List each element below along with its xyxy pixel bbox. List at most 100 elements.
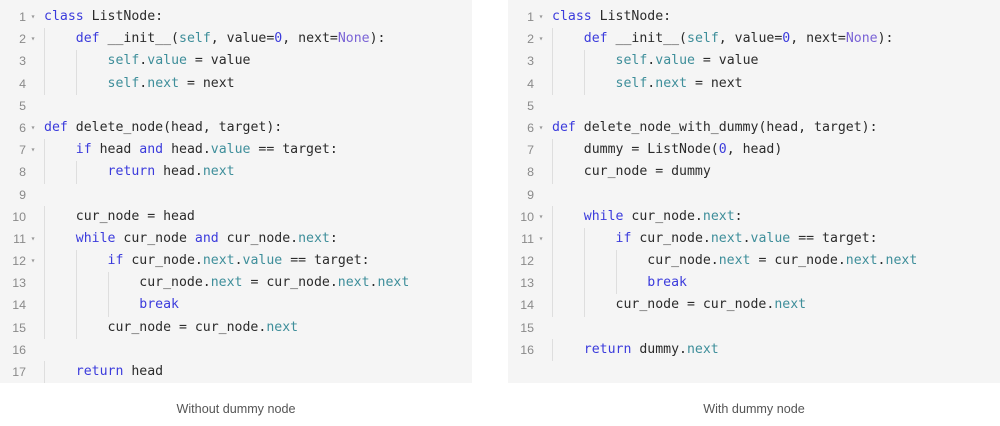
line-number: 13 <box>12 276 26 291</box>
fold-triangle-icon[interactable]: ▾ <box>30 256 36 266</box>
code-token: = next <box>179 75 235 91</box>
code-token <box>552 209 584 224</box>
code-token: 0 <box>274 31 283 47</box>
code-line[interactable]: 8 cur_node = dummy <box>508 161 1000 184</box>
line-number: 6 <box>19 120 26 135</box>
line-number: 4 <box>527 76 534 91</box>
code-token: . <box>647 75 656 91</box>
code-line[interactable]: 3 self.value = value <box>508 50 1000 73</box>
code-line[interactable]: 1▾class ListNode: <box>0 6 472 28</box>
code-token: next <box>147 75 180 91</box>
code-token: class <box>44 9 84 24</box>
code-text: cur_node = cur_node.next <box>548 294 1000 317</box>
code-token: cur_node <box>115 230 195 246</box>
code-text: return head.next <box>40 161 472 184</box>
code-token: next <box>718 253 751 269</box>
code-token: cur_node. <box>218 230 299 246</box>
code-token: self <box>179 31 211 47</box>
code-line[interactable]: 5 <box>508 95 1000 117</box>
code-token: next <box>202 253 235 269</box>
code-token: if <box>75 142 92 158</box>
code-line[interactable]: 3 self.value = value <box>0 50 472 73</box>
code-line[interactable]: 7▾ if head and head.value == target: <box>0 139 472 162</box>
fold-triangle-icon[interactable]: ▾ <box>538 122 544 132</box>
code-line[interactable]: 4 self.next = next <box>508 72 1000 95</box>
fold-triangle-icon[interactable]: ▾ <box>538 12 544 21</box>
code-text: cur_node = cur_node.next <box>40 316 472 339</box>
line-number: 2 <box>527 32 534 47</box>
code-line[interactable]: 5 <box>0 95 472 117</box>
line-number: 14 <box>520 298 534 313</box>
code-text: def delete_node_with_dummy(head, target)… <box>548 117 1000 139</box>
code-token: next <box>774 297 807 313</box>
code-text: cur_node = dummy <box>548 161 1000 184</box>
code-token: value <box>242 253 283 269</box>
code-token <box>44 142 76 157</box>
code-line[interactable]: 13 cur_node.next = cur_node.next.next <box>0 272 472 295</box>
code-token: def <box>44 119 68 135</box>
line-number: 7 <box>527 143 534 158</box>
code-line[interactable]: 17 return head <box>0 361 472 383</box>
code-line[interactable]: 8 return head.next <box>0 161 472 184</box>
line-number: 8 <box>19 165 26 180</box>
code-line[interactable]: 15 <box>508 317 1000 339</box>
code-text: break <box>40 294 472 317</box>
code-token: . <box>139 75 148 91</box>
code-token <box>44 164 108 179</box>
code-token: cur_node = dummy <box>552 164 711 180</box>
fold-triangle-icon[interactable]: ▾ <box>30 233 36 243</box>
code-token: cur_node. <box>631 230 711 246</box>
code-line[interactable]: 10▾ while cur_node.next: <box>508 205 1000 228</box>
fold-triangle-icon[interactable]: ▾ <box>538 233 544 243</box>
code-token: cur_node. <box>123 253 203 269</box>
code-token: = value <box>186 53 251 69</box>
code-token: , next= <box>282 31 338 47</box>
code-line[interactable]: 14 cur_node = cur_node.next <box>508 294 1000 317</box>
code-token: next <box>710 230 743 246</box>
code-token: if <box>107 253 124 269</box>
code-line[interactable]: 16 <box>0 339 472 361</box>
code-line[interactable]: 2▾ def __init__(self, value=0, next=None… <box>0 28 472 51</box>
code-line[interactable]: 12▾ if cur_node.next.value == target: <box>0 250 472 273</box>
fold-triangle-icon[interactable]: ▾ <box>538 211 544 221</box>
fold-triangle-icon[interactable]: ▾ <box>538 34 544 44</box>
code-token: value <box>655 53 695 69</box>
code-token: break <box>647 275 687 291</box>
code-token: = cur_node. <box>750 253 846 269</box>
line-number: 9 <box>527 187 534 202</box>
code-line[interactable]: 11▾ while cur_node and cur_node.next: <box>0 227 472 251</box>
code-token: while <box>583 208 624 224</box>
code-token: cur_node. <box>623 208 703 224</box>
code-token: value <box>750 230 791 246</box>
code-line[interactable]: 15 cur_node = cur_node.next <box>0 316 472 339</box>
code-line[interactable]: 2▾ def __init__(self, value=0, next=None… <box>508 28 1000 51</box>
code-line[interactable]: 4 self.next = next <box>0 72 472 95</box>
fold-triangle-icon[interactable]: ▾ <box>30 145 36 155</box>
code-panel-without-dummy[interactable]: 1▾class ListNode:2▾ def __init__(self, v… <box>0 0 472 383</box>
code-text: cur_node.next = cur_node.next.next <box>548 250 1000 273</box>
code-line[interactable]: 9 <box>0 184 472 206</box>
code-token: next <box>377 275 410 291</box>
code-token: return <box>75 364 124 379</box>
fold-triangle-icon[interactable]: ▾ <box>30 34 36 44</box>
code-line[interactable]: 6▾def delete_node(head, target): <box>0 117 472 139</box>
code-line[interactable]: 11▾ if cur_node.next.value == target: <box>508 227 1000 251</box>
line-number: 17 <box>12 365 26 379</box>
fold-triangle-icon[interactable]: ▾ <box>30 122 36 132</box>
code-panel-with-dummy[interactable]: 1▾class ListNode:2▾ def __init__(self, v… <box>508 0 1000 383</box>
code-text: dummy = ListNode(0, head) <box>548 139 1000 162</box>
code-line[interactable]: 12 cur_node.next = cur_node.next.next <box>508 250 1000 273</box>
code-line[interactable]: 13 break <box>508 272 1000 295</box>
code-line[interactable]: 16 return dummy.next <box>508 338 1000 362</box>
code-line[interactable]: 14 break <box>0 294 472 317</box>
code-token: next <box>845 253 878 269</box>
code-line[interactable]: 10 cur_node = head <box>0 205 472 228</box>
code-text: cur_node = head <box>40 205 472 228</box>
code-line[interactable]: 9 <box>508 184 1000 206</box>
fold-triangle-icon[interactable]: ▾ <box>30 12 36 21</box>
code-line[interactable]: 7 dummy = ListNode(0, head) <box>508 139 1000 162</box>
code-line[interactable]: 1▾class ListNode: <box>508 6 1000 28</box>
code-line[interactable]: 6▾def delete_node_with_dummy(head, targe… <box>508 117 1000 139</box>
code-token: and <box>139 142 164 158</box>
code-token: 0 <box>782 31 791 47</box>
